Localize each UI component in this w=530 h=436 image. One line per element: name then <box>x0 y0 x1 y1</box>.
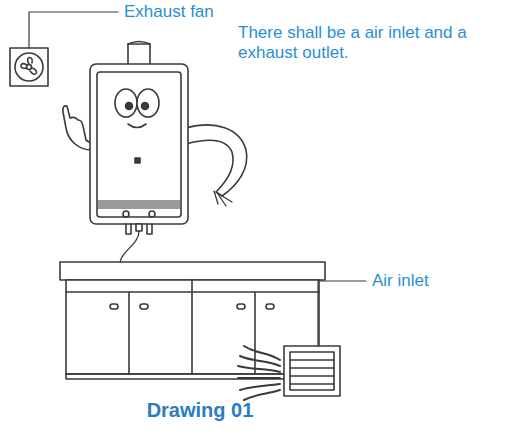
leader-line <box>318 281 366 346</box>
note-text: There shall be a air inlet and a exhaust… <box>238 23 476 63</box>
water-heater <box>90 64 188 262</box>
part-label: Air inlet <box>372 271 492 291</box>
exhaust-fan-symbol <box>10 48 48 86</box>
left-arm <box>63 106 92 150</box>
caption: Drawing 01 <box>80 400 320 420</box>
leader-line <box>29 12 118 48</box>
flue-pipe <box>128 42 150 67</box>
right-arm <box>186 125 247 196</box>
part-label: Exhaust fan <box>124 2 274 22</box>
airflow-lines <box>238 346 280 400</box>
air-inlet-grille <box>284 346 340 396</box>
